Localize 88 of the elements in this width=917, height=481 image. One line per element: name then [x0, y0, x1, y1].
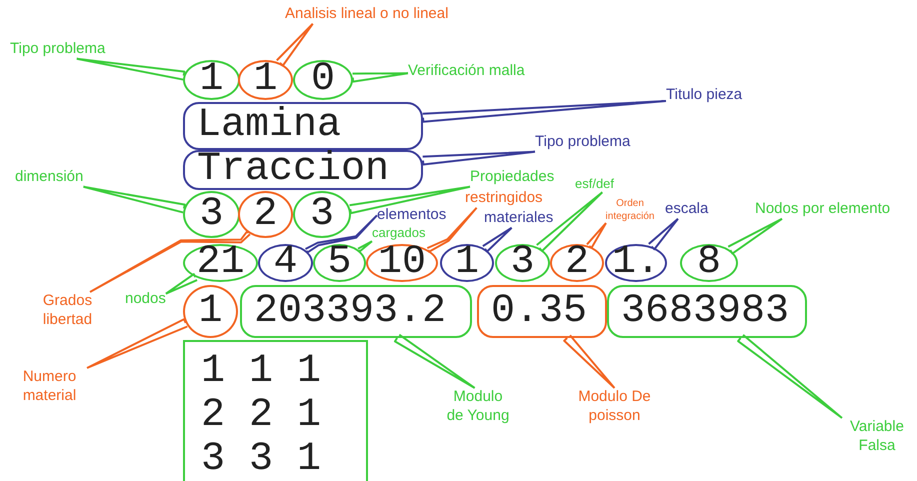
- callout-pointer: [426, 206, 478, 253]
- file-value: 3: [510, 243, 534, 283]
- file-value: 2: [564, 243, 589, 283]
- file-line: 3 3 1: [201, 438, 322, 481]
- callout-oval: [238, 60, 293, 100]
- file-value: 3683983: [621, 292, 790, 332]
- file-value: 1: [454, 243, 479, 283]
- annotation-label: nodos: [125, 290, 166, 309]
- annotation-label: Tipo problema: [535, 133, 630, 152]
- annotation-label: cargados: [372, 225, 426, 242]
- callout-pointer: [304, 214, 378, 254]
- callout-pointer: [394, 334, 476, 389]
- callout-pointer: [76, 58, 186, 81]
- callout-pointer: [86, 318, 188, 369]
- callout-oval: [183, 60, 240, 100]
- annotation-label: Modulo De poisson: [572, 388, 657, 426]
- callout-oval: [258, 244, 313, 282]
- file-value: Lamina: [197, 106, 342, 146]
- annotation-label: Variable Falsa: [842, 418, 912, 456]
- callout-pointer: [536, 191, 604, 252]
- file-value: 203393.2: [254, 292, 446, 332]
- file-value: 21: [196, 243, 244, 283]
- file-value: 1: [198, 292, 222, 332]
- file-value: 3: [199, 194, 224, 234]
- annotation-label: restringidos: [465, 189, 543, 208]
- callout-pointer: [648, 218, 679, 250]
- annotation-label: Numero material: [12, 368, 87, 406]
- callout-pointer: [563, 334, 616, 389]
- callout-oval: [183, 191, 240, 238]
- annotation-label: Modulo de Young: [445, 388, 511, 426]
- callout-oval: [238, 191, 293, 238]
- callout-pointer: [737, 334, 843, 419]
- file-value: 1: [253, 60, 278, 100]
- callout-pointer: [482, 226, 513, 252]
- callout-box: [183, 150, 423, 190]
- file-value: 10: [378, 243, 426, 283]
- annotation-label: Grados libertad: [30, 292, 105, 330]
- file-value: 3: [310, 194, 334, 234]
- file-value: 4: [273, 243, 298, 283]
- callout-oval: [605, 244, 667, 282]
- callout-oval: [495, 244, 550, 282]
- data-block: [183, 340, 368, 481]
- callout-oval: [183, 244, 258, 282]
- callout-oval: [293, 60, 353, 100]
- annotation-label: esf/def: [575, 176, 614, 192]
- callout-pointer: [422, 150, 536, 166]
- callout-pointer: [357, 240, 373, 252]
- annotation-label: materiales: [484, 209, 554, 228]
- file-value: 0: [310, 60, 335, 100]
- file-value: 5: [327, 243, 352, 283]
- file-value: 1.: [612, 243, 660, 283]
- callout-oval: [293, 191, 351, 238]
- callout-pointer: [351, 72, 409, 83]
- callout-pointer: [422, 100, 667, 123]
- file-value: 8: [696, 243, 721, 283]
- callout-pointer: [276, 22, 314, 66]
- callout-pointer: [82, 186, 186, 214]
- annotation-label: Nodos por elemento: [755, 200, 890, 219]
- annotation-label: Titulo pieza: [666, 86, 742, 105]
- annotation-label: Orden integración: [600, 198, 660, 223]
- annotation-label: elementos: [377, 206, 446, 225]
- callout-pointer: [586, 222, 607, 249]
- annotation-label: Tipo problema: [10, 40, 106, 59]
- file-line: 1 1 1: [201, 350, 322, 394]
- callout-pointer: [89, 230, 251, 293]
- file-line: 2 2 1: [201, 394, 322, 438]
- callout-oval: [183, 285, 238, 338]
- annotation-label: escala: [665, 200, 708, 219]
- callout-box: [240, 285, 472, 338]
- callout-box: [607, 285, 807, 338]
- file-value: 0.35: [491, 292, 588, 332]
- annotation-label: Analisis lineal o no lineal: [285, 5, 448, 24]
- file-value: 2: [253, 194, 278, 234]
- callout-oval: [550, 244, 604, 282]
- callout-oval: [440, 244, 494, 282]
- callout-box: [183, 102, 423, 150]
- callout-oval: [313, 244, 366, 282]
- annotation-label: dimensión: [15, 168, 84, 187]
- file-value: Traccion: [197, 150, 390, 190]
- callout-pointer: [348, 186, 471, 214]
- annotation-label: Propiedades: [470, 168, 554, 187]
- callout-pointer: [164, 273, 198, 295]
- callout-pointer: [727, 218, 784, 255]
- file-value: 1: [199, 60, 224, 100]
- callout-oval: [680, 244, 738, 282]
- callout-oval: [366, 244, 438, 282]
- callout-box: [477, 285, 607, 338]
- annotation-label: Verificación malla: [408, 62, 525, 81]
